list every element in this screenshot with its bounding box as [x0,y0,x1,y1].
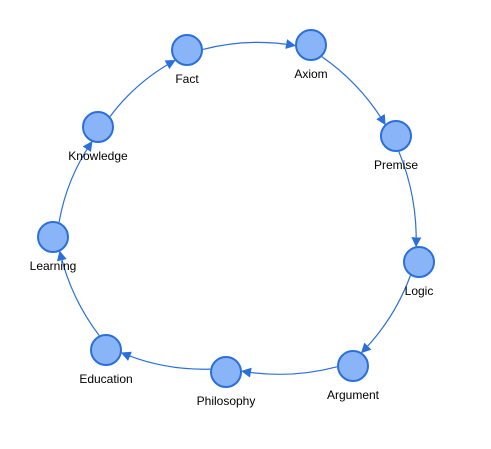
node-learning[interactable]: Learning [30,221,77,273]
edge-learning-to-knowledge [58,140,93,223]
node-argument[interactable]: Argument [327,350,380,402]
node-label-philosophy: Philosophy [197,394,256,408]
edge-argument-to-philosophy [241,366,338,378]
node-label-knowledge: Knowledge [68,149,128,163]
node-label-education: Education [79,372,132,386]
node-circle-premise[interactable] [380,120,412,152]
edges-layer [56,39,422,378]
node-label-premise: Premise [374,158,418,172]
node-circle-logic[interactable] [403,246,435,278]
node-education[interactable]: Education [79,334,133,386]
node-circle-education[interactable] [90,334,122,366]
edge-education-to-learning [56,250,100,336]
node-logic[interactable]: Logic [403,246,435,298]
node-fact[interactable]: Fact [171,34,203,86]
node-axiom[interactable]: Axiom [294,29,328,81]
node-label-fact: Fact [175,72,199,86]
node-knowledge[interactable]: Knowledge [68,111,128,163]
edge-fact-to-axiom [202,39,296,50]
edge-premise-to-logic [398,151,422,248]
node-circle-argument[interactable] [337,350,369,382]
node-premise[interactable]: Premise [374,120,418,172]
edge-philosophy-to-education [120,351,211,370]
node-label-argument: Argument [327,388,380,402]
node-circle-philosophy[interactable] [210,356,242,388]
edge-axiom-to-premise [321,56,386,126]
node-label-logic: Logic [405,284,434,298]
node-circle-knowledge[interactable] [82,111,114,143]
node-label-axiom: Axiom [294,67,327,81]
node-label-learning: Learning [30,259,77,273]
edge-logic-to-argument [360,275,411,354]
node-philosophy[interactable]: Philosophy [197,356,256,408]
edge-knowledge-to-fact [109,59,176,117]
node-circle-learning[interactable] [37,221,69,253]
node-circle-fact[interactable] [171,34,203,66]
node-circle-axiom[interactable] [295,29,327,61]
